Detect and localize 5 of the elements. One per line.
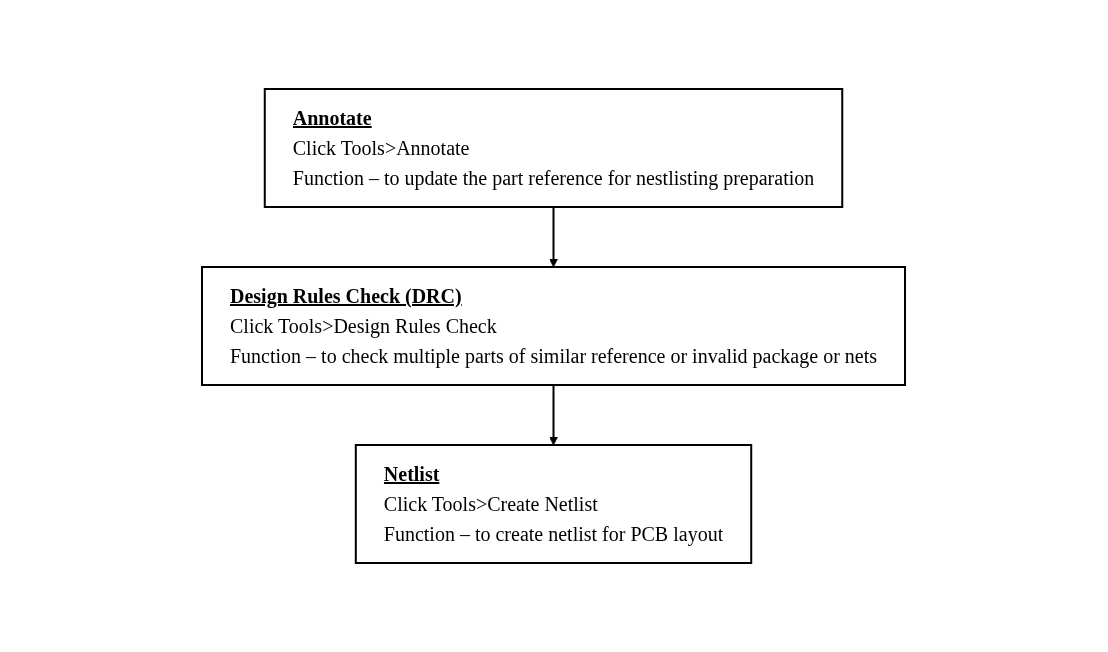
arrow [549,384,559,446]
arrow [549,206,559,268]
node-box: Design Rules Check (DRC) Click Tools>Design Rules Check Function – to check multiple parts of similar reference or invalid package or nets [201,266,907,386]
node-box: Netlist Click Tools>Create Netlist Function – to create netlist for PCB layout [355,444,753,564]
node-box: Annotate Click Tools>Annotate Function – to update the part reference for nestlisting preparation [264,88,844,208]
